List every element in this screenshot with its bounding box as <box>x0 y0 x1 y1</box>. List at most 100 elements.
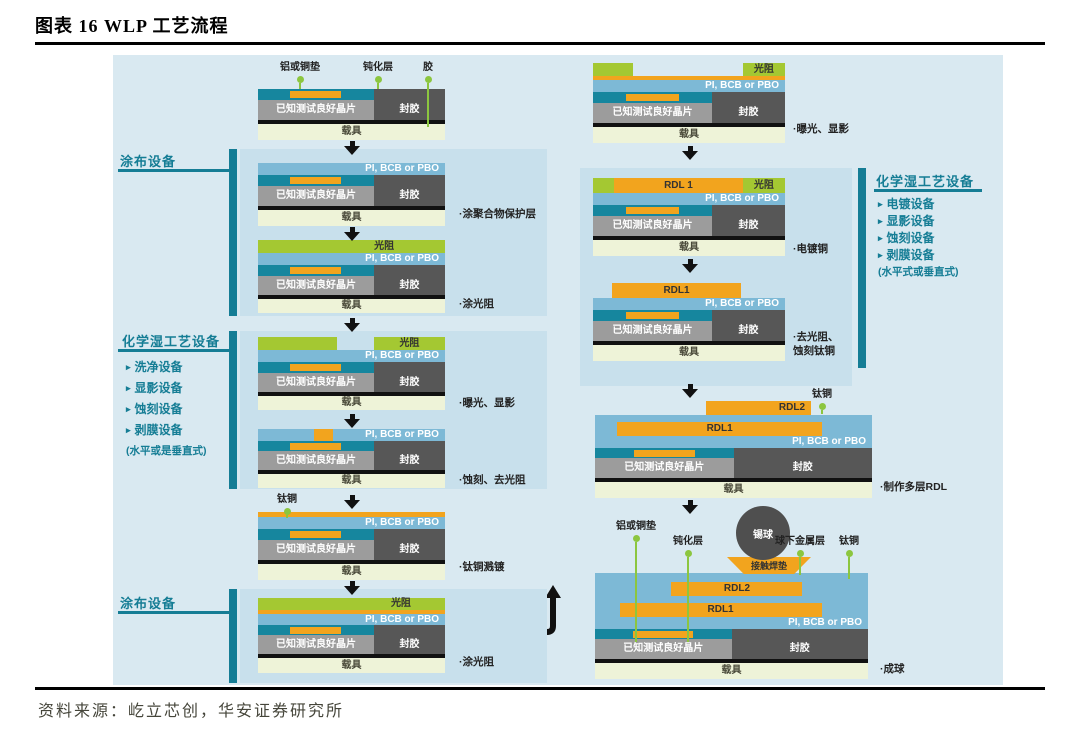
layer-label: 封胶 <box>399 638 420 650</box>
layer-orange: RDL1 <box>617 422 823 436</box>
layer-carrier: 载具 <box>258 124 445 140</box>
layer-strip: RDL1 <box>595 422 872 436</box>
layer-mold: 封胶 <box>733 458 872 478</box>
layer-strip <box>595 448 872 458</box>
arrow-head <box>682 505 698 514</box>
bullet-icon: ▸ <box>878 250 883 260</box>
layer-mold <box>373 89 445 100</box>
layer-pi <box>595 603 620 617</box>
layer-resist: 光阻 <box>373 337 445 350</box>
layer-die: 已知测试良好晶片 <box>258 451 374 470</box>
layer-strip: 光阻 <box>593 63 785 76</box>
layer-carrier: 载具 <box>593 240 785 256</box>
callout-dot-icon <box>296 76 304 83</box>
equipment-group-bar <box>229 589 237 683</box>
callout-stem <box>635 542 637 642</box>
equipment-item-label: 蚀刻设备 <box>134 402 183 416</box>
layer-label: 封胶 <box>789 643 810 654</box>
layer-black <box>593 341 785 345</box>
layer-resist <box>258 337 337 350</box>
layer-pi: PI, BCB or PBO <box>258 350 445 362</box>
layer-mold <box>731 629 868 639</box>
arrow-stem <box>687 384 693 389</box>
callout-stem <box>687 557 689 642</box>
layer-strip: PI, BCB or PBO <box>595 436 872 448</box>
callout-stem <box>821 410 823 414</box>
layer-label: RDL1 <box>663 284 690 296</box>
callout-text: 球下金属层 <box>775 536 825 547</box>
layer-label: 载具 <box>723 484 744 495</box>
layer-pass <box>258 625 374 635</box>
flow-down-arrow-icon <box>344 141 360 155</box>
equipment-list: ▸电镀设备▸显影设备▸蚀刻设备▸剥膜设备(水平式或垂直式) <box>878 196 959 281</box>
layer-strip <box>593 236 785 240</box>
layer-pi: PI, BCB or PBO <box>332 429 445 441</box>
layer-resist: 光阻 <box>742 178 785 193</box>
layer-orange <box>258 512 445 517</box>
layer-strip <box>258 206 445 210</box>
arrow-head <box>344 419 360 428</box>
layer-mold: 封胶 <box>712 103 785 123</box>
layer-label: 已知测试良好晶片 <box>624 462 705 473</box>
layer-pass <box>258 265 374 276</box>
callout-stem <box>427 83 429 127</box>
bullet-icon: ▸ <box>126 425 131 435</box>
equipment-note: (水平式或垂直式) <box>878 266 959 278</box>
layer-label: PI, BCB or PBO <box>365 429 439 440</box>
layer-orange: RDL 1 <box>614 178 743 193</box>
arrow-stem <box>349 495 355 500</box>
layer-mold: 封胶 <box>373 540 445 560</box>
layer-label: 载具 <box>341 300 362 311</box>
layer-pi <box>595 582 672 596</box>
equipment-group-underline <box>118 611 230 614</box>
pad-aluminum-copper <box>290 364 342 371</box>
equipment-item-label: 洗净设备 <box>134 360 183 374</box>
layer-strip <box>258 529 445 540</box>
layer-pi <box>595 573 868 582</box>
flow-down-arrow-icon <box>344 414 360 428</box>
layer-label: 载具 <box>679 347 699 358</box>
layer-strip: PI, BCB or PBO <box>258 517 445 529</box>
callout-text: 钛铜 <box>839 536 859 547</box>
arrow-stem <box>349 414 355 419</box>
layer-label: PI, BCB or PBO <box>792 436 866 447</box>
layer-label: PI, BCB or PBO <box>705 298 779 309</box>
layer-pass <box>258 175 374 186</box>
arrow-head <box>682 151 698 160</box>
figure-title: 图表 16 WLP 工艺流程 <box>35 16 229 36</box>
pad-aluminum-copper <box>290 177 342 184</box>
layer-strip: PI, BCB or PBO <box>258 614 445 625</box>
callout-text: 胶 <box>423 62 433 73</box>
layer-strip: 光阻 <box>258 598 445 610</box>
top-rule <box>35 42 1045 45</box>
layer-label: RDL2 <box>778 402 806 413</box>
layer-strip: 已知测试良好晶片封胶 <box>258 540 445 560</box>
layer-strip: PI, BCB or PBO <box>258 350 445 362</box>
layer-label: PI, BCB or PBO <box>365 163 439 174</box>
layer-die: 已知测试良好晶片 <box>593 216 713 236</box>
layer-label: 载具 <box>679 129 699 140</box>
arrow-stem <box>687 146 693 151</box>
bottom-rule <box>35 687 1045 690</box>
equipment-group-underline <box>118 169 230 172</box>
layer-gap <box>595 401 706 415</box>
layer-black <box>595 659 868 663</box>
callout-dot-icon <box>684 550 692 557</box>
layer-die: 已知测试良好晶片 <box>595 458 734 478</box>
layer-mold <box>733 448 872 458</box>
layer-label: 已知测试良好晶片 <box>275 638 356 650</box>
step-annotation: ·去光阻、 蚀刻钛铜 <box>793 331 839 357</box>
layer-strip: PI, BCB or PBO <box>258 429 445 441</box>
layer-strip: RDL2 <box>595 582 868 596</box>
layer-strip: 载具 <box>593 127 785 143</box>
layer-label: RDL1 <box>706 423 733 434</box>
flow-elbow-arrow <box>530 585 561 635</box>
layer-label: 已知测试良好晶片 <box>612 220 693 231</box>
layer-label: PI, BCB or PBO <box>788 617 862 628</box>
step-annotation: ·曝光、显影 <box>793 123 849 135</box>
layer-black <box>258 120 445 124</box>
